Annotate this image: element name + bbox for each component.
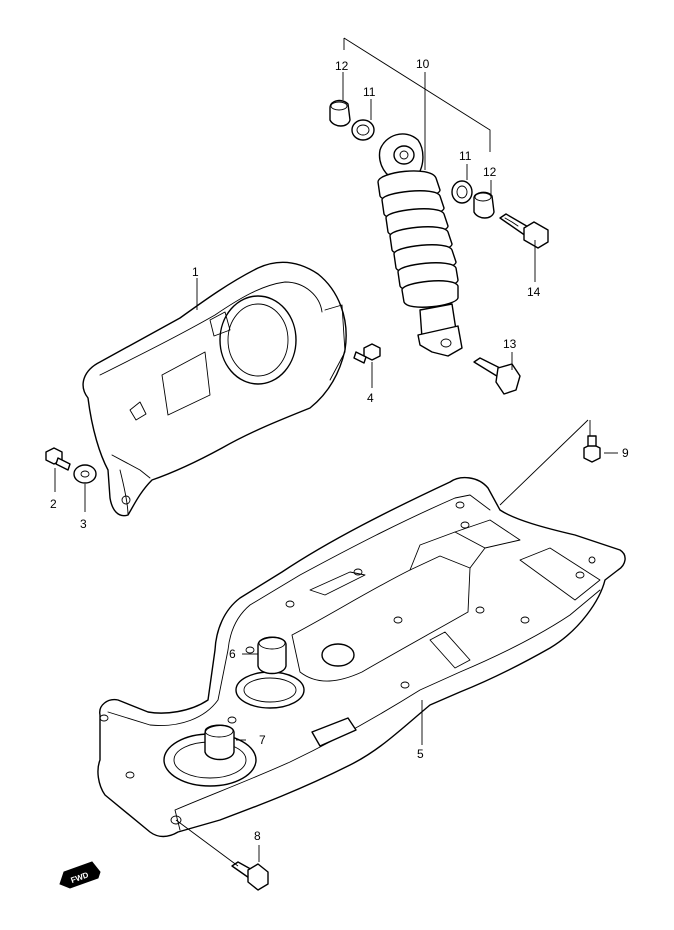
skid-plate[interactable]	[97, 476, 626, 838]
callout-12-right: 12	[483, 165, 497, 179]
callout-2: 2	[50, 497, 57, 511]
chain-case-cover[interactable]	[82, 261, 347, 517]
bolt-part-2[interactable]	[45, 447, 71, 471]
callout-5: 5	[417, 747, 424, 761]
callout-6: 6	[229, 647, 236, 661]
bolt-part-9[interactable]	[583, 435, 601, 463]
callout-8: 8	[254, 829, 261, 843]
washer-part-3[interactable]	[73, 464, 97, 484]
callout-labels: 1 2 3 4 5 6 7 8 9 10 11 11 12 12 13 14	[50, 57, 629, 843]
callout-1: 1	[192, 265, 199, 279]
callout-11-left: 11	[363, 85, 376, 99]
callout-13: 13	[503, 337, 517, 351]
collar-part-12-right[interactable]	[473, 191, 495, 219]
callout-11-right: 11	[459, 149, 472, 163]
bolt-part-13[interactable]	[473, 357, 521, 395]
damper-part-7[interactable]	[204, 724, 235, 761]
callout-7: 7	[259, 733, 266, 747]
callout-12-left: 12	[335, 59, 349, 73]
callout-14: 14	[527, 285, 541, 299]
callout-4: 4	[367, 391, 374, 405]
damper-part-6[interactable]	[257, 636, 287, 675]
rear-shock-absorber[interactable]	[377, 133, 463, 357]
bush-part-11-left[interactable]	[351, 119, 375, 141]
collar-part-12-left[interactable]	[329, 99, 351, 127]
callout-9: 9	[622, 446, 629, 460]
bush-part-11-right[interactable]	[451, 180, 473, 204]
fwd-direction-badge: FWD	[59, 861, 101, 889]
leader-lines	[54, 37, 618, 867]
bolt-part-8[interactable]	[231, 861, 269, 891]
callout-3: 3	[80, 517, 87, 531]
bolt-part-4[interactable]	[353, 343, 381, 364]
callout-10: 10	[416, 57, 430, 71]
bolt-part-14[interactable]	[499, 213, 549, 249]
